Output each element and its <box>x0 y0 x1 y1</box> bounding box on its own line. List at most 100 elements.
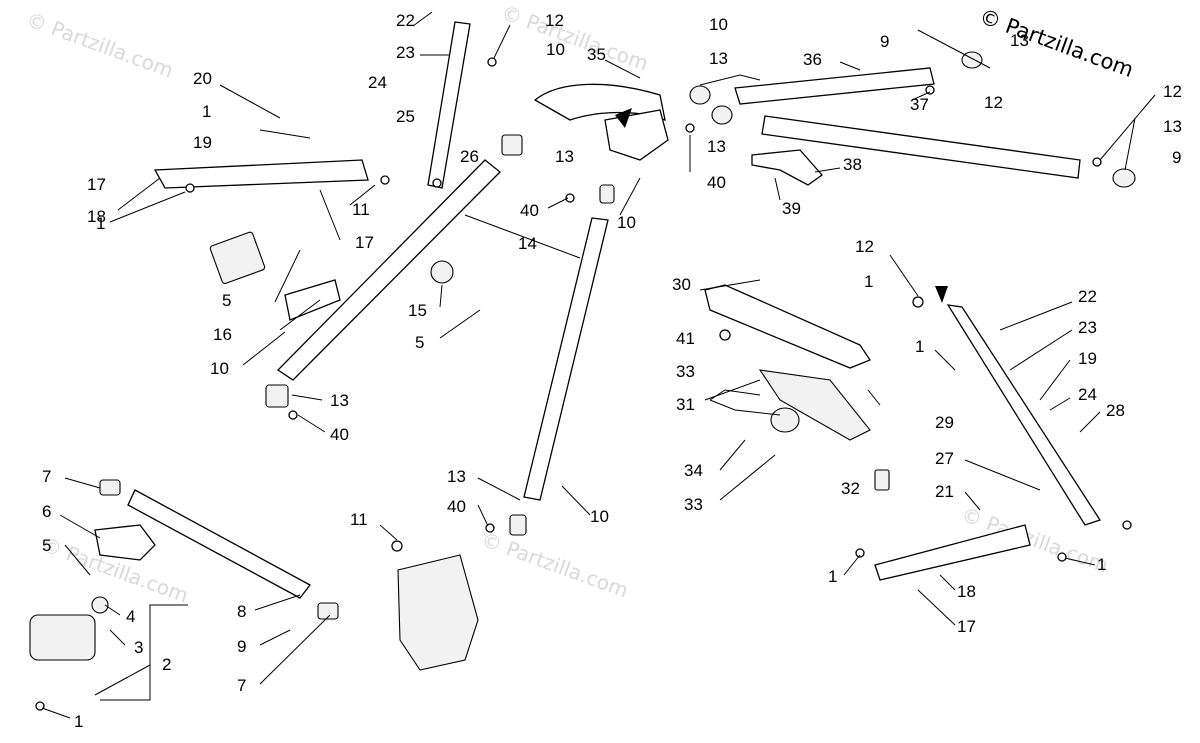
nut-11-b <box>391 540 403 552</box>
parts-geometry <box>29 21 1136 711</box>
callout-36: 36 <box>803 50 822 69</box>
nut-11-a <box>380 175 390 185</box>
callout-22-right: 22 <box>1078 287 1097 306</box>
collar-13-top <box>599 184 615 204</box>
end-block-7-a <box>99 479 121 496</box>
left-arm <box>153 159 369 189</box>
watermark-faint-4: © Partzilla.com <box>478 527 631 602</box>
nut-12-d <box>912 296 924 308</box>
nut-40-d <box>288 410 298 420</box>
callout-13-far: 13 <box>1010 31 1029 50</box>
nut-1-a <box>185 183 195 193</box>
callout-19-right: 19 <box>1078 349 1097 368</box>
callout-10-upper: 10 <box>546 40 565 59</box>
watermark-faint-2: © Partzilla.com <box>498 0 651 75</box>
callout-13-mid: 13 <box>707 137 726 156</box>
callout-14: 14 <box>518 234 537 253</box>
callout-30: 30 <box>672 275 691 294</box>
collar-13-left <box>265 384 289 408</box>
fitting-32 <box>874 469 890 491</box>
upper-bracket-body <box>604 109 669 161</box>
callout-11-lower: 11 <box>350 510 368 529</box>
pedal-assembly <box>758 369 871 441</box>
nut-26 <box>432 178 442 188</box>
upper-bracket <box>533 83 666 122</box>
callout-26: 26 <box>460 147 479 166</box>
callout-22-upper: 22 <box>396 11 415 30</box>
nut-40-b <box>565 193 575 203</box>
watermark-main: © Partzilla.com <box>976 4 1136 82</box>
callout-11-upper: 11 <box>352 200 370 219</box>
upper-tube <box>734 67 935 105</box>
callout-7-upper: 7 <box>42 467 51 486</box>
callout-13-tube: 13 <box>330 391 349 410</box>
nut-41 <box>719 329 731 341</box>
callout-41: 41 <box>676 329 695 348</box>
relay-module <box>209 231 266 285</box>
callout-16: 16 <box>213 325 232 344</box>
callout-1-pedal: 1 <box>864 272 873 291</box>
callout-33-upper: 33 <box>676 362 695 381</box>
sensor-15 <box>430 260 454 284</box>
leader-lines <box>41 11 1156 719</box>
collar-13-center <box>509 514 527 536</box>
callout-1-right-lower: 1 <box>1097 555 1106 574</box>
cap-13-d <box>1112 168 1136 188</box>
callout-27: 27 <box>935 449 954 468</box>
nut-12-b <box>925 85 935 95</box>
direction-arrow-2 <box>935 286 948 303</box>
nut-1-b <box>1122 520 1132 530</box>
callout-17-mid: 17 <box>355 233 374 252</box>
callout-5-relay: 5 <box>222 291 231 310</box>
end-block-7-b <box>317 602 339 620</box>
callout-labels: 22 12 10 23 35 10 13 36 9 13 20 24 1 25 … <box>42 11 1182 731</box>
clamp-bracket <box>751 149 823 186</box>
direction-arrow-1 <box>615 108 632 128</box>
callout-33-lower: 33 <box>684 495 703 514</box>
callout-29: 29 <box>935 413 954 432</box>
group-brackets <box>100 74 781 701</box>
callout-24-right: 24 <box>1078 385 1097 404</box>
callout-12-right: 12 <box>1163 82 1182 101</box>
callout-38: 38 <box>843 155 862 174</box>
callout-9-upper: 9 <box>880 32 889 51</box>
callout-20: 20 <box>193 69 212 88</box>
callout-13-top: 13 <box>709 49 728 68</box>
callout-10-center: 10 <box>617 213 636 232</box>
motor-assembly <box>29 614 96 661</box>
callout-13-center: 13 <box>555 147 574 166</box>
callout-40-lower: 40 <box>447 497 466 516</box>
callout-39: 39 <box>782 199 801 218</box>
callout-35: 35 <box>587 45 606 64</box>
right-brace <box>946 304 1102 526</box>
cap-13-b <box>711 105 733 125</box>
callout-3: 3 <box>134 638 143 657</box>
callout-40-center: 40 <box>520 201 539 220</box>
cap-13-a <box>689 85 711 105</box>
long-tube-left <box>276 159 501 381</box>
callout-1-bottom: 1 <box>74 712 83 731</box>
callout-24-upper: 24 <box>368 73 387 92</box>
callout-9-lower: 9 <box>237 637 246 656</box>
lower-right-arm <box>874 524 1031 581</box>
callout-40-tube: 40 <box>330 425 349 444</box>
callout-37: 37 <box>910 95 929 114</box>
callout-34: 34 <box>684 461 703 480</box>
callout-1-brace: 1 <box>915 337 924 356</box>
long-tube-center <box>523 217 609 501</box>
callout-7-lower: 7 <box>237 676 246 695</box>
pedal-cylinder <box>770 407 800 433</box>
nut-1-c <box>1057 552 1067 562</box>
relay-bracket <box>284 279 341 321</box>
nut-1-d <box>855 548 865 558</box>
callout-12-mid: 12 <box>984 93 1003 112</box>
vertical-brace-upper <box>427 21 471 189</box>
callout-40-top: 40 <box>707 173 726 192</box>
callout-17-left: 17 <box>87 175 106 194</box>
watermark-faint-1: © Partzilla.com <box>23 7 176 82</box>
callout-28: 28 <box>1106 401 1125 420</box>
callout-13-right: 13 <box>1163 117 1182 136</box>
callout-32: 32 <box>841 479 860 498</box>
motor-bushing <box>91 596 109 614</box>
